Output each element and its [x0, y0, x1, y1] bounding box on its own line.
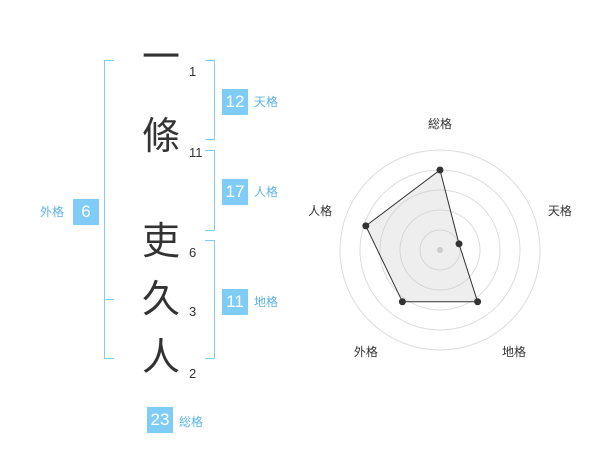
radar-axis-label-4: 外格	[354, 344, 378, 359]
soukaku-label: 総格	[179, 415, 204, 429]
tenkaku-bracket-bottom	[205, 139, 215, 140]
radar-axis-label-1: 総格	[428, 116, 452, 131]
soukaku-value: 23	[147, 407, 173, 433]
radar-point-2	[455, 240, 463, 248]
tenkaku-label: 天格	[254, 95, 279, 109]
gaikaku-bracket-vertical	[104, 60, 105, 359]
gaikaku-bracket-bottom	[104, 358, 114, 359]
chikaku-bracket-top	[205, 240, 215, 241]
radar-data-polygon	[365, 169, 479, 303]
jinkaku-bracket-bottom	[205, 230, 215, 231]
chikaku-value: 11	[222, 289, 248, 315]
stroke-count-2: 11	[189, 145, 203, 160]
radar-ring	[399, 209, 481, 291]
jinkaku-bracket-top	[205, 150, 215, 151]
radar-center-dot	[437, 247, 443, 253]
radar-axis-label-3: 地格	[502, 344, 526, 359]
jinkaku-value: 17	[222, 179, 248, 205]
radar-ring	[379, 189, 501, 311]
radar-point-5	[362, 222, 370, 230]
name-char-1: 一	[141, 35, 180, 79]
name-char-2: 條	[141, 114, 180, 158]
name-char-3: 吏	[141, 219, 180, 263]
radar-point-3	[474, 298, 482, 306]
gaikaku-label: 外格	[40, 205, 65, 219]
tenkaku-bracket-vertical	[214, 60, 215, 140]
name-char-4: 久	[141, 277, 180, 321]
tenkaku-value: 12	[222, 89, 248, 115]
radar-point-4	[398, 298, 406, 306]
chikaku-label: 地格	[254, 295, 279, 309]
stroke-count-4: 3	[189, 304, 197, 319]
tenkaku-bracket-top	[205, 60, 215, 61]
gaikaku-value: 6	[73, 199, 99, 225]
stroke-count-5: 2	[189, 366, 197, 381]
chikaku-bracket-vertical	[214, 240, 215, 359]
gaikaku-bracket-top	[104, 60, 114, 61]
chikaku-bracket-bottom	[205, 358, 215, 359]
radar-axis-label-2: 天格	[548, 203, 572, 218]
radar-ring	[419, 229, 461, 271]
gaikaku-bracket-mid	[104, 299, 114, 300]
stroke-count-3: 6	[189, 245, 197, 260]
radar-ring	[339, 149, 541, 351]
radar-axis-label-5: 人格	[308, 203, 332, 218]
radar-point-1	[436, 166, 444, 174]
jinkaku-label: 人格	[254, 185, 279, 199]
name-char-5: 人	[141, 335, 180, 379]
stroke-count-1: 1	[189, 64, 197, 79]
jinkaku-bracket-vertical	[214, 150, 215, 231]
